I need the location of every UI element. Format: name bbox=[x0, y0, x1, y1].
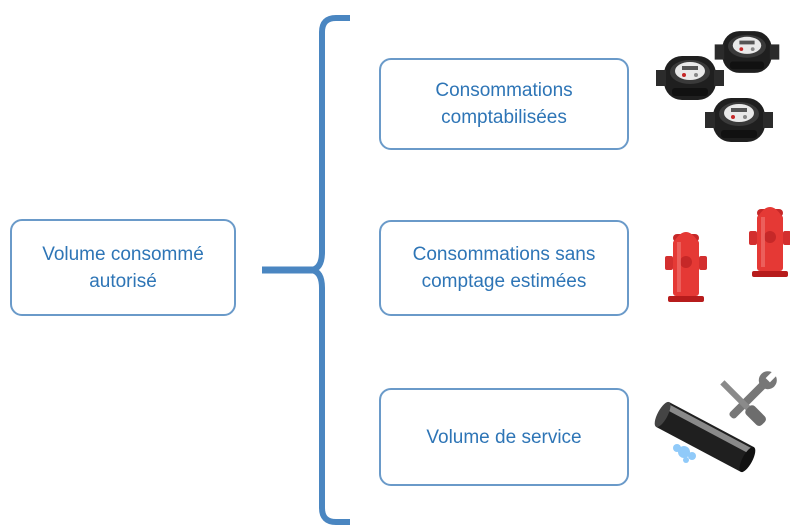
category-label-line1: Consommations sans bbox=[412, 244, 596, 265]
category-label-line1: Consommations bbox=[435, 80, 573, 101]
category-box-service: Volume de service bbox=[379, 388, 629, 486]
fire-hydrant-icon bbox=[665, 207, 790, 302]
water-meter-icon bbox=[656, 31, 780, 142]
category-box-unmetered: Consommations sans comptage estimées bbox=[379, 220, 629, 316]
category-box-billed: Consommations comptabilisées bbox=[379, 58, 629, 150]
main-label-line2: autorisé bbox=[89, 270, 157, 292]
category-label-line2: comptabilisées bbox=[441, 107, 567, 128]
curly-brace bbox=[309, 15, 350, 525]
category-label-line1: Volume de service bbox=[426, 426, 582, 448]
category-label-line2: comptage estimées bbox=[421, 271, 587, 292]
main-label-line1: Volume consommé bbox=[42, 243, 204, 265]
pipe-and-tools-icon bbox=[654, 369, 779, 473]
main-concept-box: Volume consommé autorisé bbox=[10, 219, 236, 316]
